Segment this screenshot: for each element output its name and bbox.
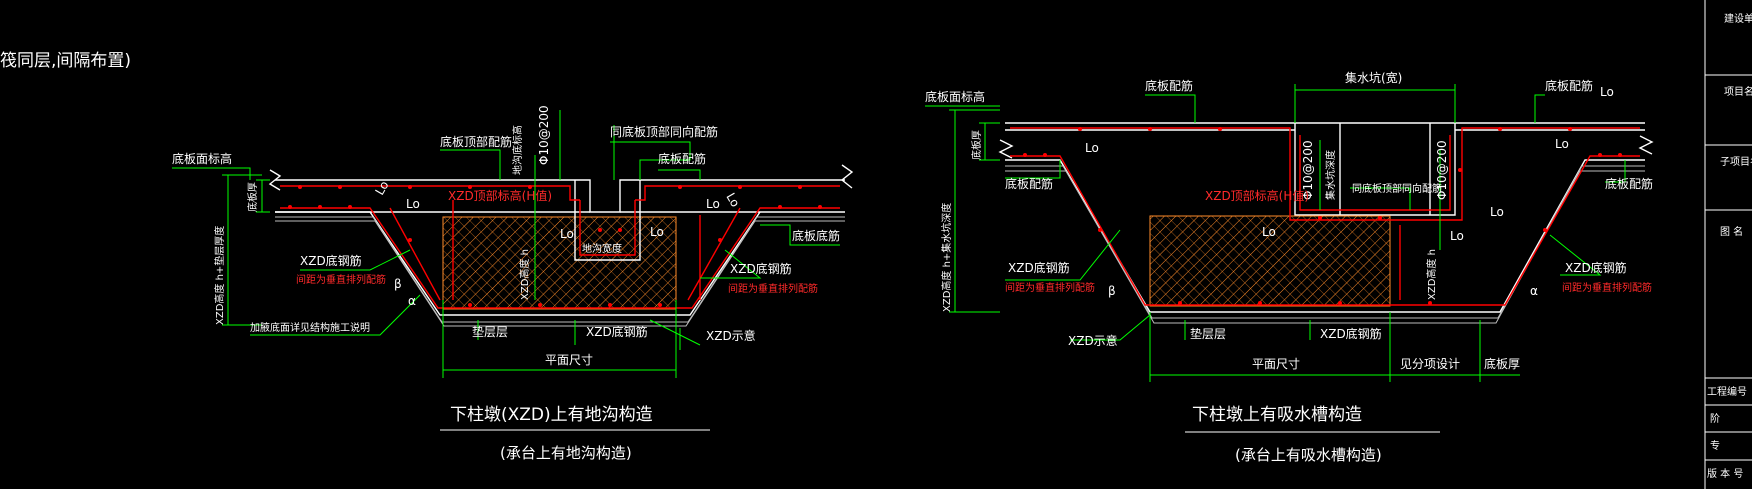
right-xzd-vert: XZD高度 h+集水坑深度 — [940, 203, 953, 312]
right-plan-size: 平面尺寸 — [1252, 357, 1300, 371]
left-trench-width: 地沟宽度 — [582, 242, 622, 255]
right-same-as-slab-top: 同底板顶部同向配筋 — [1352, 182, 1442, 195]
left-slab-thick: 底板厚 — [246, 182, 259, 212]
left-alpha: α — [408, 294, 416, 308]
right-xzd-h: XZD高度 h — [1425, 249, 1438, 300]
right-title: 下柱墩上有吸水槽构造 — [1192, 405, 1362, 425]
left-slab-top-elev: 底板面标高 — [172, 151, 232, 166]
right-lo-3: Lo — [1262, 225, 1276, 239]
left-lo-1: Lo — [372, 179, 391, 198]
tb-row-2: 子项目名称 — [1720, 155, 1752, 168]
right-beta: β — [1108, 284, 1116, 298]
left-lo-2: Lo — [406, 197, 420, 211]
right-slab-rebar-left: 底板配筋 — [1005, 176, 1053, 191]
left-plan-size: 平面尺寸 — [545, 353, 593, 367]
left-title: 下柱墩(XZD)上有地沟构造 — [450, 405, 653, 425]
tb-row-4: 工程编号 — [1707, 385, 1747, 398]
left-same-as-slab-top: 同底板顶部同向配筋 — [610, 124, 718, 139]
right-xzd-rebar: XZD底钢筋 — [1320, 326, 1382, 341]
left-beta: β — [394, 277, 402, 291]
left-xzd-shape: XZD示意 — [706, 328, 756, 343]
right-xzd-top-elev: XZD顶部标高(H值) — [1205, 188, 1309, 203]
right-phi10-a: Φ10@200 — [1301, 140, 1315, 200]
tb-row-6: 专 — [1710, 439, 1720, 452]
right-detail: 底板面标高 底板配筋 集水坑(宽) 底板配筋 Lo XZD高度 h+集水坑深度 … — [925, 70, 1654, 464]
tb-row-1: 项目名称 — [1724, 85, 1752, 98]
right-alpha: α — [1530, 284, 1538, 298]
left-xzd-top-elev: XZD顶部标高(H值) — [448, 188, 552, 203]
right-lo-5: Lo — [1450, 229, 1464, 243]
left-subtitle: (承台上有地沟构造) — [500, 444, 632, 462]
right-xzd-bottom-left-note: 间距为垂直排列配筋 — [1005, 281, 1095, 294]
right-slab-thick: 底板厚 — [970, 130, 983, 160]
left-trench-bottom-elev: 地沟底标高 — [511, 125, 524, 175]
right-rebar-dots — [1023, 127, 1622, 305]
right-lo-2: Lo — [1555, 137, 1569, 151]
left-xzd-bottom-right: XZD底钢筋 — [730, 261, 792, 276]
right-xzd-bottom-right: XZD底钢筋 — [1565, 260, 1627, 275]
left-slab-rebar: 底板配筋 — [658, 151, 706, 166]
left-cushion: 垫层层 — [472, 324, 508, 339]
right-subtitle: (承台上有吸水槽构造) — [1235, 446, 1382, 464]
left-slab-top-rebar: 底板顶部配筋 — [440, 134, 512, 149]
header-fragment: 筏同层,间隔布置) — [0, 51, 131, 71]
left-xzd-rebar: XZD底钢筋 — [586, 324, 648, 339]
right-xzd-shape: XZD示意 — [1068, 333, 1118, 348]
left-phi10: Φ10@200 — [537, 105, 551, 165]
right-xzd-bottom-right-note: 间距为垂直排列配筋 — [1562, 281, 1652, 294]
left-rebar-dots — [288, 185, 822, 307]
left-xzd-vert: XZD高度 h+垫层厚度 — [213, 226, 226, 325]
title-block: 建设单位 项目名称 子项目名称 图 名 工程编号 阶 专 版 本 号 — [1704, 0, 1752, 489]
left-lo-5: Lo — [706, 197, 720, 211]
left-xzd-bottom-note: 加腋底面详见结构施工说明 — [250, 321, 370, 334]
left-xzd-bottom-left: XZD底钢筋 — [300, 253, 362, 268]
right-phi10-b: Φ10@200 — [1435, 140, 1449, 200]
right-slab-thick-b: 底板厚 — [1484, 356, 1520, 371]
left-detail: 底板面标高 底板顶部配筋 地沟底标高 Φ10@200 同底板顶部同向配筋 底板配… — [172, 105, 854, 462]
right-see-design: 见分项设计 — [1400, 357, 1460, 371]
tb-row-5: 阶 — [1710, 412, 1720, 425]
right-sump-depth: 集水坑深度 — [1324, 150, 1337, 200]
right-slab-rebar-right: 底板配筋 — [1545, 78, 1593, 93]
right-slab-rebar-top: 底板配筋 — [1145, 78, 1193, 93]
left-lo-3: Lo — [560, 227, 574, 241]
left-slab-bottom-rebar: 底板底筋 — [792, 228, 840, 243]
left-xzd-h: XZD高度 h — [518, 249, 531, 300]
right-slab-rebar-r2: 底板配筋 — [1605, 176, 1653, 191]
right-slab-top-elev: 底板面标高 — [925, 89, 985, 104]
left-xzd-bottom-left-note: 间距为垂直排列配筋 — [296, 273, 386, 286]
right-cushion: 垫层层 — [1190, 326, 1226, 341]
left-lo-4: Lo — [650, 225, 664, 239]
left-lo-6: Lo — [723, 191, 742, 210]
right-lo-1: Lo — [1085, 141, 1099, 155]
right-xzd-bottom-left: XZD底钢筋 — [1008, 260, 1070, 275]
tb-row-0: 建设单位 — [1724, 12, 1752, 25]
tb-row-3: 图 名 — [1720, 225, 1743, 238]
right-lo-top: Lo — [1600, 85, 1614, 99]
right-lo-4: Lo — [1490, 205, 1504, 219]
left-xzd-bottom-right-note: 间距为垂直排列配筋 — [728, 282, 818, 295]
right-sump-width: 集水坑(宽) — [1345, 70, 1402, 85]
tb-row-7: 版 本 号 — [1707, 467, 1743, 480]
